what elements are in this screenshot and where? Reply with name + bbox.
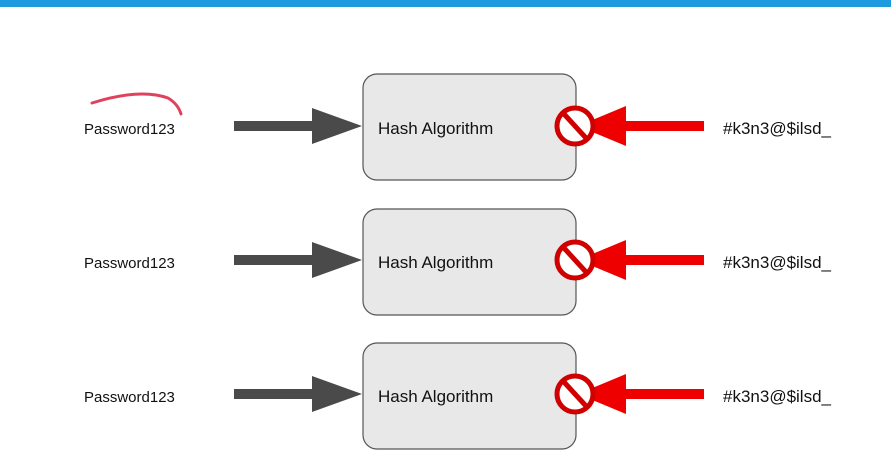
arrow-right-icon bbox=[234, 376, 362, 412]
password-label: Password123 bbox=[84, 255, 175, 272]
arrow-right-icon bbox=[234, 242, 362, 278]
arrow-left-icon bbox=[578, 240, 704, 280]
arrow-right-icon bbox=[234, 108, 362, 144]
hash-algorithm-label: Hash Algorithm bbox=[378, 387, 493, 406]
no-entry-icon bbox=[554, 373, 596, 415]
hash-output-label: #k3n3@$ilsd_ bbox=[723, 119, 832, 138]
arrow-left-icon bbox=[578, 374, 704, 414]
highlight-stroke-icon bbox=[90, 92, 183, 116]
password-label: Password123 bbox=[84, 121, 175, 138]
hash-output-label: #k3n3@$ilsd_ bbox=[723, 387, 832, 406]
no-entry-icon bbox=[554, 239, 596, 281]
no-entry-icon bbox=[554, 105, 596, 147]
hash-row: Password123 Hash Algorithm #k3n3@$ilsd_ bbox=[84, 342, 832, 450]
hash-output-label: #k3n3@$ilsd_ bbox=[723, 253, 832, 272]
hash-algorithm-label: Hash Algorithm bbox=[378, 253, 493, 272]
arrow-left-icon bbox=[578, 106, 704, 146]
hash-row: Password123 Hash Algorithm #k3n3@$ilsd_ bbox=[84, 73, 832, 181]
accent-bar bbox=[0, 0, 891, 7]
password-label: Password123 bbox=[84, 389, 175, 406]
hash-row: Password123 Hash Algorithm #k3n3@$ilsd_ bbox=[84, 208, 832, 316]
hash-algorithm-label: Hash Algorithm bbox=[378, 119, 493, 138]
